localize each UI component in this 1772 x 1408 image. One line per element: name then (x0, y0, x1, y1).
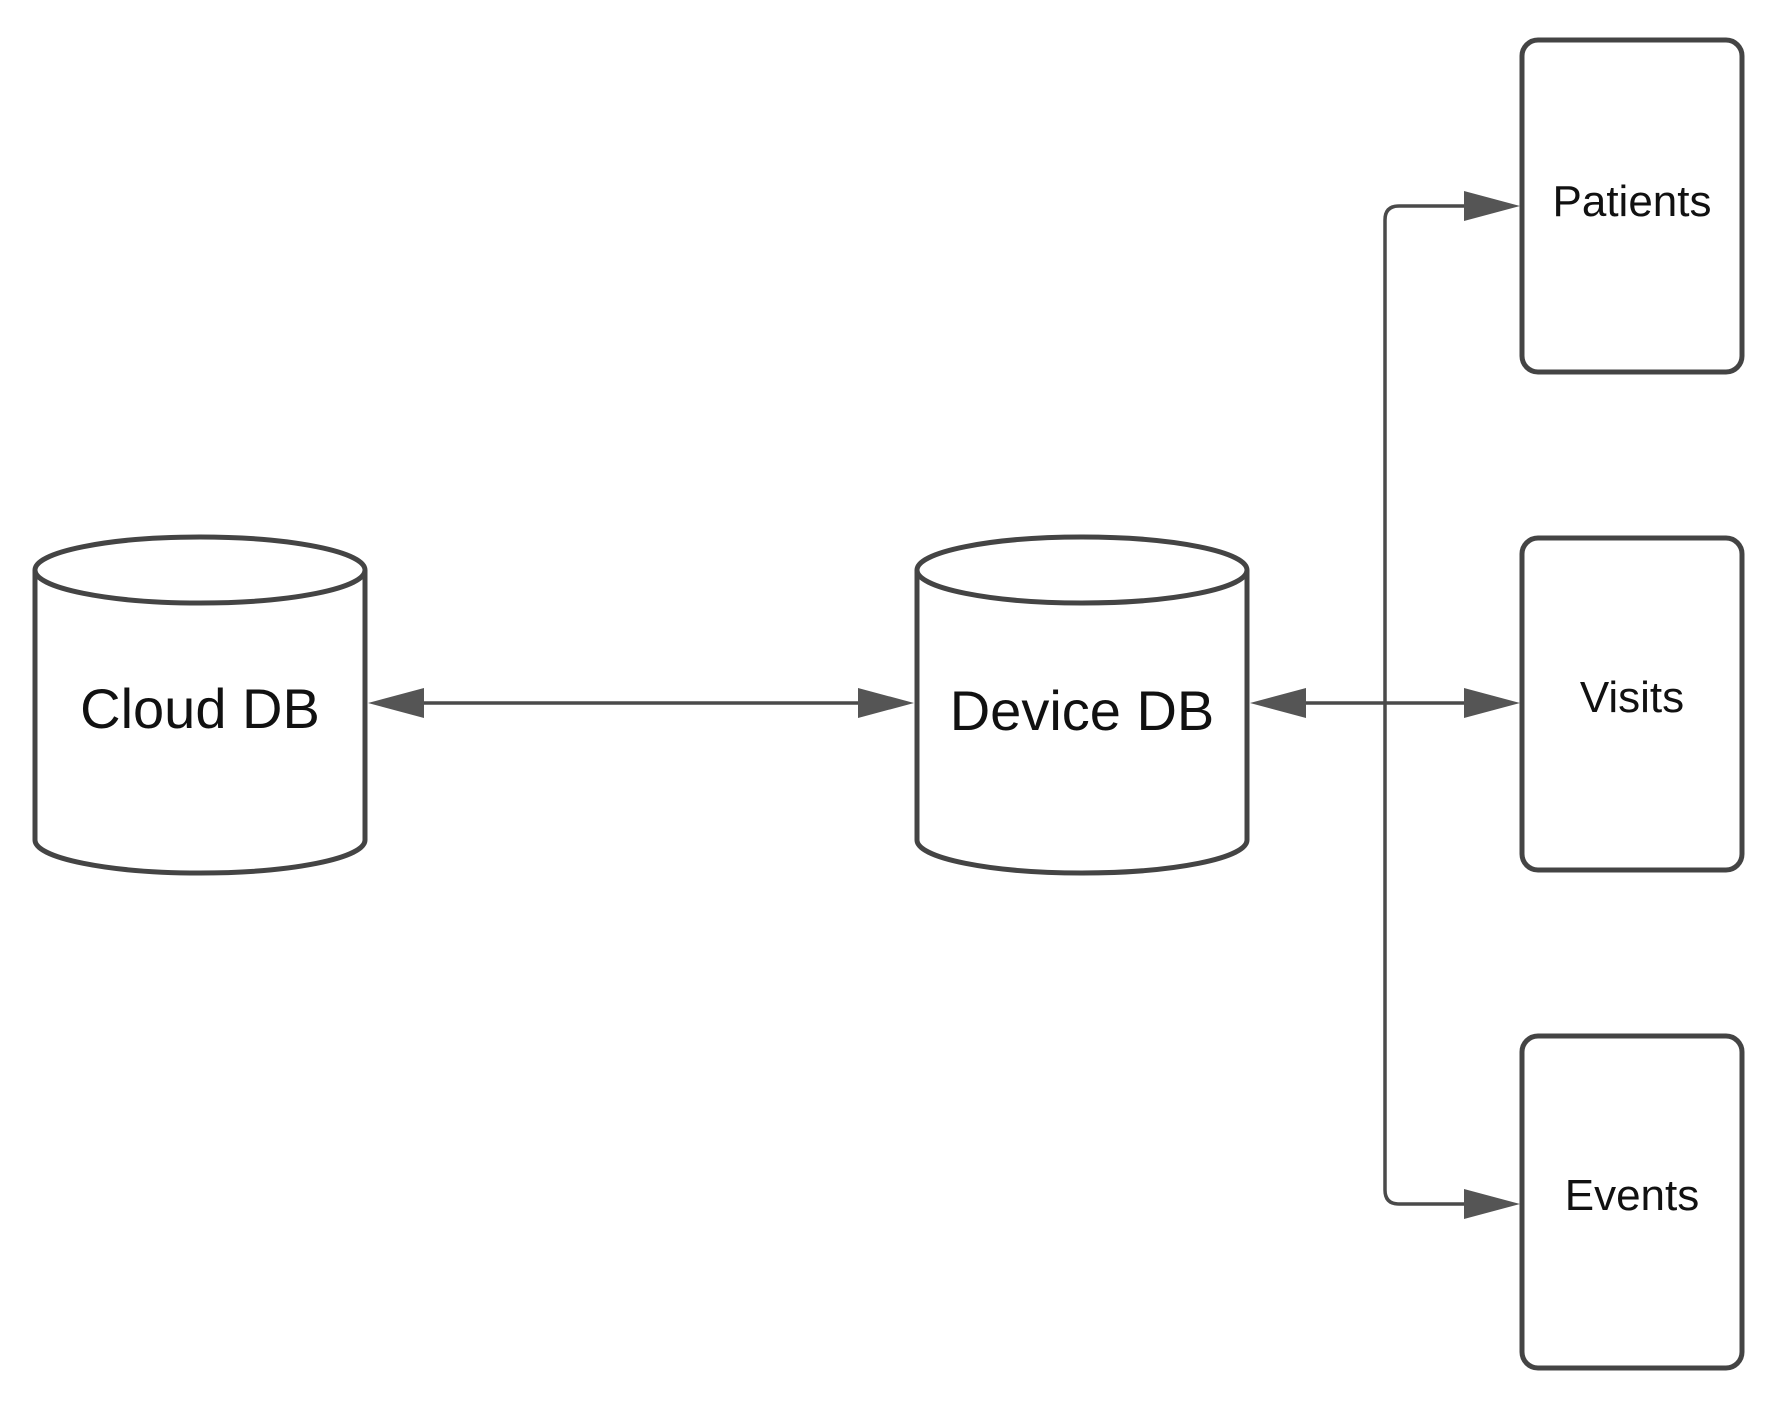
patients-node[interactable]: Patients (1519, 37, 1745, 375)
arrowhead-device-db-left (858, 688, 914, 718)
arrowhead-device-db-right (1250, 688, 1306, 718)
arrowhead-visits (1464, 688, 1520, 718)
device-db-cylinder-body (914, 570, 1250, 876)
events-box (1519, 1033, 1745, 1371)
device-db-cylinder-top (914, 534, 1250, 606)
visits-node[interactable]: Visits (1519, 535, 1745, 873)
edge-to-events-line (1383, 703, 1480, 1206)
arrowhead-events (1464, 1189, 1520, 1219)
edge-to-patients-line (1383, 204, 1480, 703)
cloud-db-label: Cloud DB (80, 677, 320, 740)
arrowhead-patients (1464, 191, 1520, 221)
edge-device-bus (1250, 688, 1385, 718)
cloud-db-node[interactable]: Cloud DB (32, 534, 368, 876)
events-node[interactable]: Events (1519, 1033, 1745, 1371)
device-db-label: Device DB (950, 679, 1215, 742)
patients-label: Patients (1553, 177, 1712, 226)
cloud-db-cylinder-top (32, 534, 368, 606)
edge-bus-branches (1383, 191, 1520, 1219)
visits-box (1519, 535, 1745, 873)
edge-cloud-device (368, 688, 914, 718)
cloud-db-cylinder-body (32, 570, 368, 876)
device-db-node[interactable]: Device DB (914, 534, 1250, 876)
patients-box (1519, 37, 1745, 375)
arrowhead-cloud-db (368, 688, 424, 718)
visits-label: Visits (1580, 673, 1684, 722)
events-label: Events (1565, 1171, 1700, 1220)
